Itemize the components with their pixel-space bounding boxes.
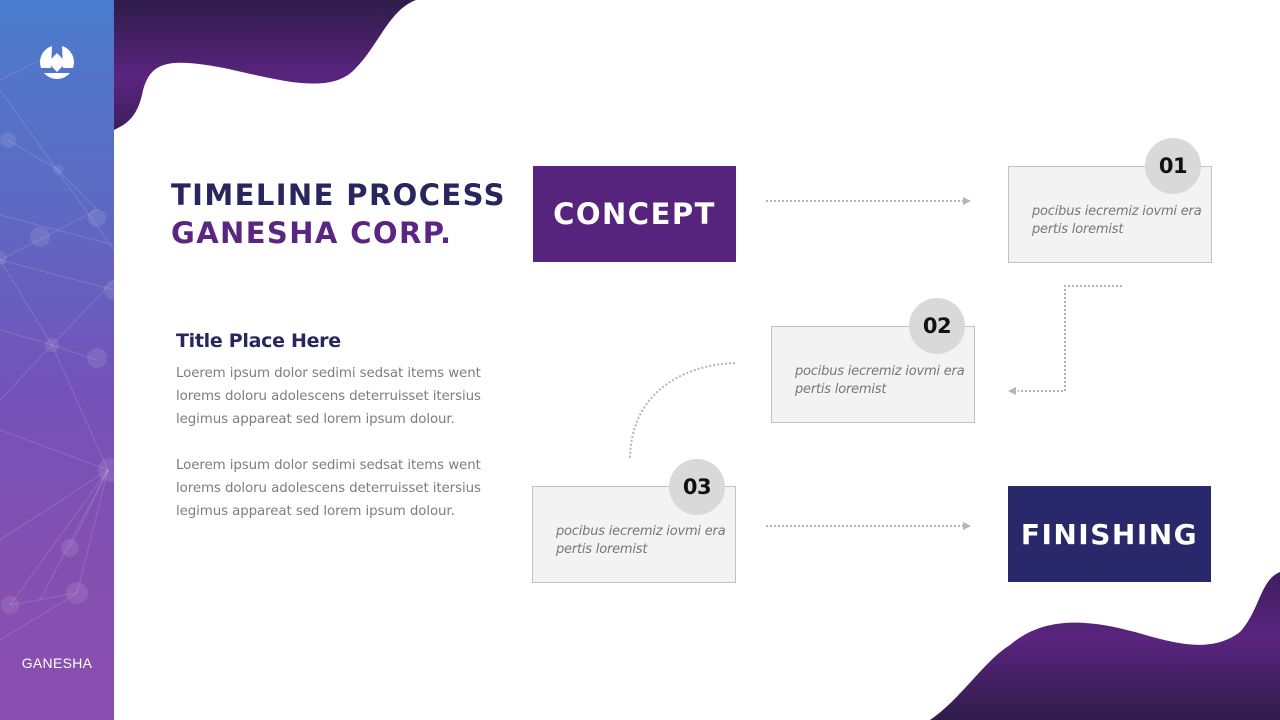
stage-finishing: FINISHING [1008, 486, 1211, 582]
step-text: pocibus iecremiz iovmi era pertis loremi… [795, 364, 965, 397]
step-number-badge: 01 [1145, 138, 1201, 194]
section-subtitle: Title Place Here [176, 330, 341, 352]
title-line-1: TIMELINE PROCESS [171, 178, 506, 212]
page-title: TIMELINE PROCESS GANESHA CORP. [171, 176, 506, 252]
stage-concept: CONCEPT [533, 166, 736, 262]
connector-01-to-02 [1018, 285, 1122, 392]
body-paragraph-2: Loerem ipsum dolor sedimi sedsat items w… [176, 458, 481, 519]
brand-label: GANESHA [21, 655, 93, 671]
sidebar: GANESHA [0, 0, 114, 720]
arrowhead-icon [1008, 387, 1016, 395]
step-card-01: pocibus iecremiz iovmi era pertis loremi… [1008, 166, 1212, 263]
arrowhead-icon [963, 197, 971, 205]
bottom-wave-decoration [930, 572, 1280, 720]
step-text: pocibus iecremiz iovmi era pertis loremi… [556, 524, 726, 557]
connector-02-to-03 [629, 362, 736, 461]
top-wave-decoration [114, 0, 416, 130]
step-number-badge: 02 [909, 298, 965, 354]
step-number-badge: 03 [669, 459, 725, 515]
arrowhead-icon [963, 522, 971, 530]
step-card-03: pocibus iecremiz iovmi era pertis loremi… [532, 486, 736, 583]
title-line-2: GANESHA CORP. [171, 216, 453, 250]
ganesha-logo-icon [39, 46, 75, 80]
step-text: pocibus iecremiz iovmi era pertis loremi… [1032, 204, 1202, 237]
body-paragraph-1: Loerem ipsum dolor sedimi sedsat items w… [176, 366, 481, 427]
network-pattern-decoration [0, 59, 114, 641]
